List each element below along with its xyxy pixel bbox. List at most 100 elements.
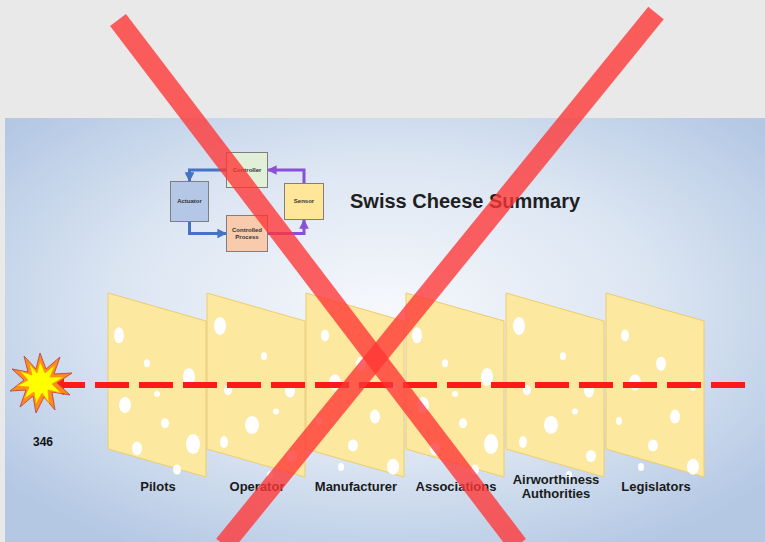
cheese-hole [285, 384, 295, 398]
cheese-hole [560, 352, 566, 360]
cross-stroke [118, 20, 518, 542]
cheese-hole [629, 374, 641, 390]
cheese-slice: Airworthiness Authorities [505, 292, 607, 482]
cheese-hole [214, 317, 226, 335]
cheese-hole [224, 385, 232, 395]
cheese-hole [616, 417, 622, 425]
cheese-slice: Legislators [605, 292, 707, 482]
cheese-hole [114, 327, 124, 343]
cheese-body [506, 293, 604, 477]
cheese-hole [370, 410, 380, 424]
layer-label: Pilots [85, 480, 231, 494]
process-box: Controlled Process [226, 215, 268, 252]
slice-shape [505, 292, 607, 482]
diagram-title: Swiss Cheese Summary [350, 190, 580, 213]
cross-stroke [224, 13, 656, 542]
cheese-hole [183, 368, 195, 386]
slice-shape [605, 292, 707, 482]
cheese-hole [484, 434, 498, 454]
cheese-hole [687, 459, 699, 475]
cheese-hole [144, 359, 150, 367]
cheese-body [406, 293, 504, 477]
feedback-arrow [190, 222, 227, 234]
cheese-hole [586, 450, 596, 462]
cheese-hole [390, 383, 396, 391]
layer-label: Associations [383, 480, 529, 494]
cheese-hole [348, 439, 358, 451]
cross-out-mark [118, 13, 656, 542]
cheese-hole [119, 397, 131, 413]
cheese-slice: Manufacturer [305, 292, 407, 482]
box-label: Controller [233, 167, 262, 174]
cheese-hole [481, 368, 493, 386]
cheese-hole [173, 465, 181, 475]
cheese-hole [544, 416, 558, 434]
cheese-hole [132, 441, 142, 455]
cheese-hole [316, 417, 322, 425]
cheese-hole [321, 330, 329, 342]
box-label: Controlled Process [227, 227, 267, 240]
cheese-hole [519, 436, 527, 448]
slice-shape [405, 292, 507, 482]
layer-label: Legislators [583, 480, 729, 494]
actuator-box: Actuator [170, 181, 209, 222]
explosion-outer [10, 353, 72, 413]
layer-label: Airworthiness Authorities [483, 473, 629, 501]
feedback-arrow [268, 170, 304, 183]
cheese-hole [356, 357, 366, 371]
callout-number: 346 [33, 435, 53, 449]
cheese-hole [220, 436, 228, 448]
cheese-hole [273, 409, 279, 415]
cheese-body [207, 293, 305, 477]
feedback-arrow [190, 170, 227, 181]
feedback-arrow [268, 220, 304, 234]
cheese-hole [459, 418, 467, 428]
cheese-hole [267, 471, 273, 479]
cheese-body [306, 293, 404, 477]
box-label: Actuator [177, 198, 202, 205]
layer-label: Manufacturer [283, 480, 429, 494]
slice-shape [305, 292, 407, 482]
cheese-hole [186, 434, 200, 454]
cheese-body [108, 293, 206, 477]
cheese-hole [452, 391, 458, 397]
box-label: Sensor [294, 198, 314, 205]
sensor-box: Sensor [284, 183, 324, 220]
cheese-hole [648, 439, 658, 451]
cheese-hole [442, 359, 448, 367]
cheese-hole [656, 357, 666, 371]
cheese-hole [245, 416, 259, 434]
cheese-hole [638, 463, 644, 471]
slice-shape [107, 292, 209, 482]
cheese-hole [261, 352, 267, 360]
cheese-hole [584, 384, 594, 398]
cheese-hole [417, 397, 429, 413]
trajectory-line [62, 382, 745, 388]
cheese-hole [387, 459, 399, 475]
cheese-hole [471, 465, 479, 475]
cheese-hole [412, 327, 422, 343]
cheese-hole [430, 441, 440, 455]
cheese-hole [690, 383, 696, 391]
slice-shape [206, 292, 308, 482]
cheese-hole [161, 418, 169, 428]
cheese-hole [523, 385, 531, 395]
cheese-slice: Pilots [107, 292, 209, 482]
explosion-symbol [10, 353, 72, 413]
explosion-inner [17, 361, 64, 404]
cheese-body [606, 293, 704, 477]
cheese-hole [621, 330, 629, 342]
cheese-hole [572, 409, 578, 415]
cheese-slice: Operator [206, 292, 308, 482]
controller-box: Controller [226, 152, 268, 188]
content-panel [5, 118, 765, 542]
layer-label: Operator [184, 480, 330, 494]
cheese-slice: Associations [405, 292, 507, 482]
cheese-hole [329, 374, 341, 390]
failure-trajectory [38, 375, 745, 395]
cheese-hole [154, 391, 160, 397]
trajectory-arrowhead [38, 375, 64, 395]
cheese-hole [670, 410, 680, 424]
cheese-hole [287, 450, 297, 462]
